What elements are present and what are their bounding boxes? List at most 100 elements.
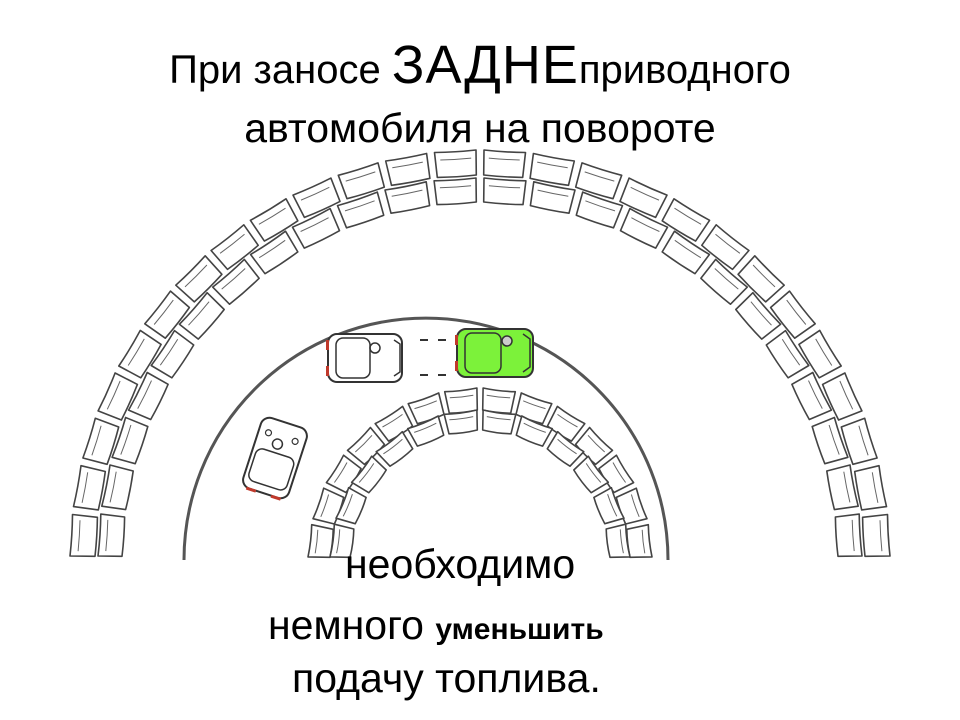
barrier-tire-detail [630,494,640,517]
barrier-tire-icon [529,152,576,187]
barrier-tire-detail [607,494,618,517]
barrier-tire-detail [523,400,546,410]
barrier-tire-detail [488,185,521,189]
barrier-tire-detail [449,394,474,399]
barrier-tire-detail [488,157,520,161]
barrier-tire-icon [619,207,669,249]
barrier-tire-icon [481,409,517,435]
barrier-tire-detail [342,494,353,517]
slide-title-line1: При заносе ЗАДНЕприводного [0,38,960,92]
barrier-tire-detail [188,301,210,326]
barrier-tire-icon [769,290,816,339]
barrier-tire-icon [249,230,299,275]
barrier-tire-detail [585,463,602,483]
ghost-car-top [326,333,403,383]
barrier-tire-icon [374,405,414,442]
slide-title-line2: автомобиля на повороте [244,105,716,151]
barrier-tire-detail [392,161,423,169]
barrier-tire-icon [249,198,299,242]
barrier-tire-detail [137,380,152,409]
title-post: приводного [578,48,791,92]
barrier-tire-icon [840,417,878,466]
barrier-tire-icon [337,162,386,200]
barrier-tire-icon [127,371,169,421]
barrier-tire-detail [258,239,286,259]
barrier-tire-icon [97,513,126,558]
barrier-tire-icon [481,387,517,414]
barrier-tire-detail [828,424,840,455]
barrier-tire-icon [307,523,334,559]
barrier-tire-detail [851,519,855,552]
barrier-tire-detail [333,462,348,483]
barrier-tire-icon [661,198,711,242]
barrier-tire-icon [546,405,586,442]
barrier-tire-detail [184,264,208,288]
barrier-tire-icon [546,430,585,467]
trajectory-dashes [420,339,446,376]
barrier-tire-detail [486,416,511,421]
barrier-tire-detail [314,529,319,554]
barrier-tire-detail [258,207,286,225]
barrier-tire-detail [449,416,474,421]
barrier-tire-icon [626,523,653,559]
barrier-tire-detail [345,171,376,182]
barrier-tire-icon [598,454,635,494]
barrier-tire-icon [384,152,431,187]
barrier-tire-detail [523,422,546,433]
caption-line1: необходимо [345,541,576,587]
barrier-tire-icon [700,258,749,305]
barrier-tire-detail [77,520,81,552]
barrier-tire-detail [486,394,511,399]
barrier-tire-detail [585,200,616,212]
barrier-tire-icon [529,181,576,214]
barrier-tire-detail [439,185,472,189]
barrier-tire-icon [144,290,191,339]
barrier-tire-icon [737,255,785,303]
skidding-car [242,416,308,501]
caption-line2: немного уменьшить [268,605,604,646]
barrier-tire-detail [750,301,772,326]
barrier-tire-icon [811,416,849,465]
barrier-tire-icon [350,455,387,494]
barrier-tire-detail [630,186,660,201]
barrier-tire-icon [853,464,888,511]
barrier-tire-icon [821,372,863,421]
barrier-tire-detail [612,462,627,483]
barrier-tire-detail [786,299,807,325]
barrier-tire-detail [440,157,472,161]
barrier-tire-detail [752,264,776,288]
barrier-tire-icon [661,230,711,275]
barrier-tire-detail [127,338,145,366]
barrier-tire-detail [674,207,702,225]
barrier-tire-detail [879,520,883,552]
barrier-tire-icon [336,191,385,229]
barrier-tire-detail [714,268,739,290]
barrier-tire-icon [482,177,527,206]
barrier-tire-detail [81,472,89,503]
barrier-tire-icon [118,329,162,379]
barrier-tire-detail [858,425,869,456]
barrier-tire-icon [443,409,479,435]
caption-line2-bold: уменьшить [435,613,604,646]
caption-line2-pre: немного [268,602,436,648]
outer-tire-barrier [69,149,891,558]
barrier-tire-detail [109,471,117,503]
barrier-tire-detail [584,171,615,182]
barrier-tire-icon [346,426,386,466]
barrier-tire-detail [300,186,330,201]
barrier-tire-detail [715,233,741,254]
barrier-tire-icon [791,371,833,421]
barrier-tire-icon [178,291,225,340]
barrier-tire-detail [641,529,646,554]
barrier-tire-detail [106,380,121,410]
barrier-tire-detail [159,338,179,366]
barrier-tire-icon [82,417,120,466]
barrier-tire-icon [798,329,842,379]
barrier-tire-detail [815,338,833,366]
barrier-tire-icon [574,426,614,466]
barrier-tire-detail [219,233,245,254]
barrier-tire-icon [861,513,891,558]
barrier-tire-detail [120,424,132,455]
barrier-tire-detail [354,434,373,453]
